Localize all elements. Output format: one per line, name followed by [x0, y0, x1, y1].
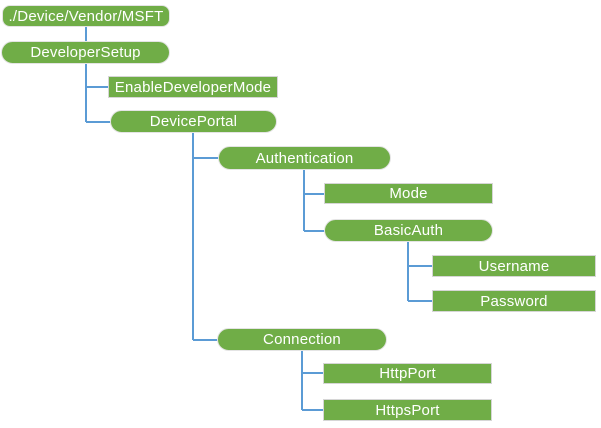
node-authentication: Authentication: [218, 146, 391, 170]
node-password: Password: [432, 290, 596, 312]
node-mode: Mode: [324, 183, 493, 204]
node-basic-auth: BasicAuth: [324, 219, 493, 242]
node-device-vendor-msft: ./Device/Vendor/MSFT: [2, 5, 170, 27]
node-https-port: HttpsPort: [323, 399, 492, 421]
node-device-portal: DevicePortal: [110, 110, 277, 133]
node-username: Username: [432, 255, 596, 277]
node-http-port: HttpPort: [323, 363, 492, 384]
node-developer-setup: DeveloperSetup: [1, 41, 170, 64]
node-connection: Connection: [217, 328, 387, 351]
node-enable-developer-mode: EnableDeveloperMode: [108, 76, 278, 98]
